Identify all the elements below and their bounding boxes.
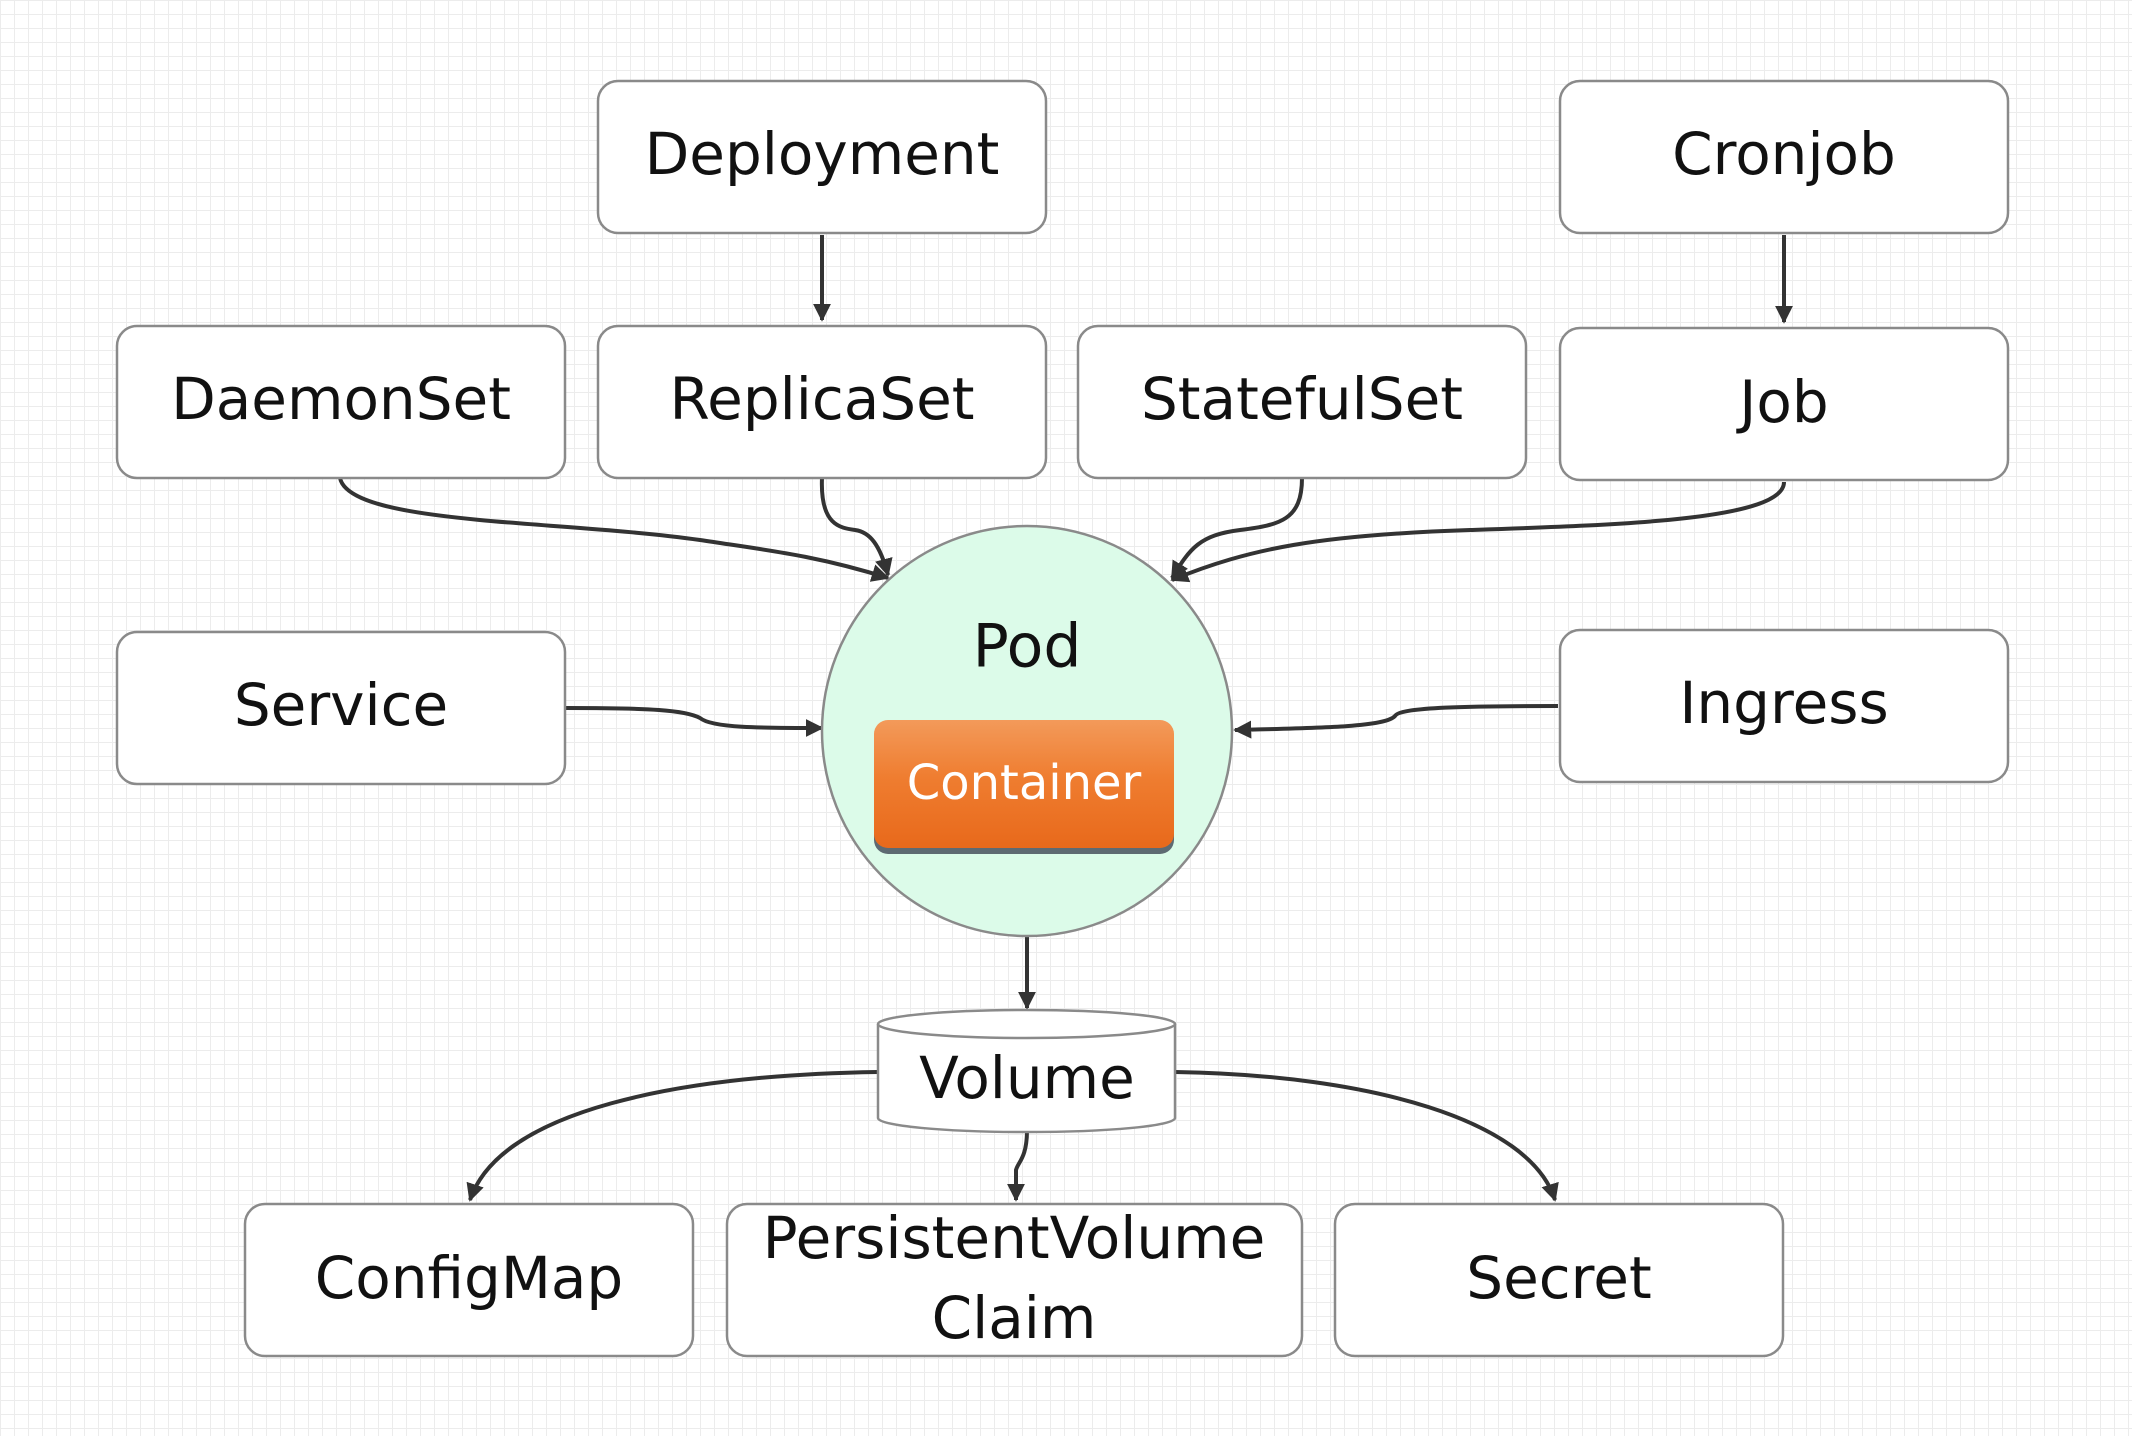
pvc-label-line1: PersistentVolume [763, 1204, 1266, 1272]
statefulset-node: StatefulSet [1076, 324, 1528, 480]
job-label: Job [1736, 368, 1828, 436]
statefulset-label: StatefulSet [1141, 365, 1463, 433]
configmap-node: ConfigMap [243, 1202, 695, 1358]
replicaset-label: ReplicaSet [669, 365, 974, 433]
pod-node: Pod Container [820, 524, 1234, 938]
daemonset-node: DaemonSet [115, 324, 567, 480]
volume-cylinder-top [876, 1008, 1177, 1040]
container-node: Container [874, 720, 1174, 854]
job-node: Job [1558, 326, 2010, 482]
secret-node: Secret [1333, 1202, 1785, 1358]
volume-label: Volume [919, 1044, 1135, 1112]
service-label: Service [234, 671, 448, 739]
edge-service-pod [565, 706, 824, 737]
ingress-node: Ingress [1558, 628, 2010, 784]
edge-replicaset-pod [819, 477, 893, 577]
deployment-node: Deployment [596, 79, 1048, 235]
volume-cylinder [876, 1024, 1177, 1134]
volume-node: Volume [876, 1008, 1177, 1134]
container-box [874, 720, 1174, 848]
edge-daemonset-pod [338, 477, 890, 582]
edge-statefulset-pod [1170, 477, 1304, 580]
service-node: Service [115, 630, 567, 786]
container-label: Container [907, 755, 1142, 811]
cronjob-node: Cronjob [1558, 79, 2010, 235]
replicaset-node: ReplicaSet [596, 324, 1048, 480]
daemonset-label: DaemonSet [171, 365, 511, 433]
cronjob-label: Cronjob [1672, 120, 1896, 188]
secret-label: Secret [1466, 1244, 1651, 1312]
pod-label: Pod [973, 612, 1082, 682]
edge-volume-configmap [466, 1070, 879, 1202]
configmap-label: ConfigMap [315, 1244, 624, 1312]
edge-job-pod [1170, 481, 1786, 583]
pvc-node: PersistentVolume Claim [725, 1202, 1304, 1358]
pvc-label-line2: Claim [932, 1284, 1097, 1352]
edge-volume-secret [1174, 1070, 1559, 1202]
deployment-label: Deployment [645, 120, 1000, 188]
edge-volume-pvc [1007, 1129, 1029, 1202]
edge-ingress-pod [1233, 704, 1559, 739]
ingress-label: Ingress [1679, 669, 1888, 737]
